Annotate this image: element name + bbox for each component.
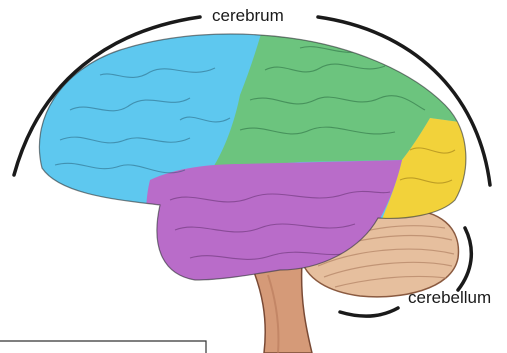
cerebellum-label: cerebellum — [408, 289, 491, 306]
cerebrum-label: cerebrum — [212, 7, 284, 24]
frame-line — [0, 341, 206, 353]
cerebellum-bracket-lower — [340, 308, 398, 316]
cerebellum-bracket-upper — [458, 228, 471, 290]
brainstem — [250, 262, 312, 353]
